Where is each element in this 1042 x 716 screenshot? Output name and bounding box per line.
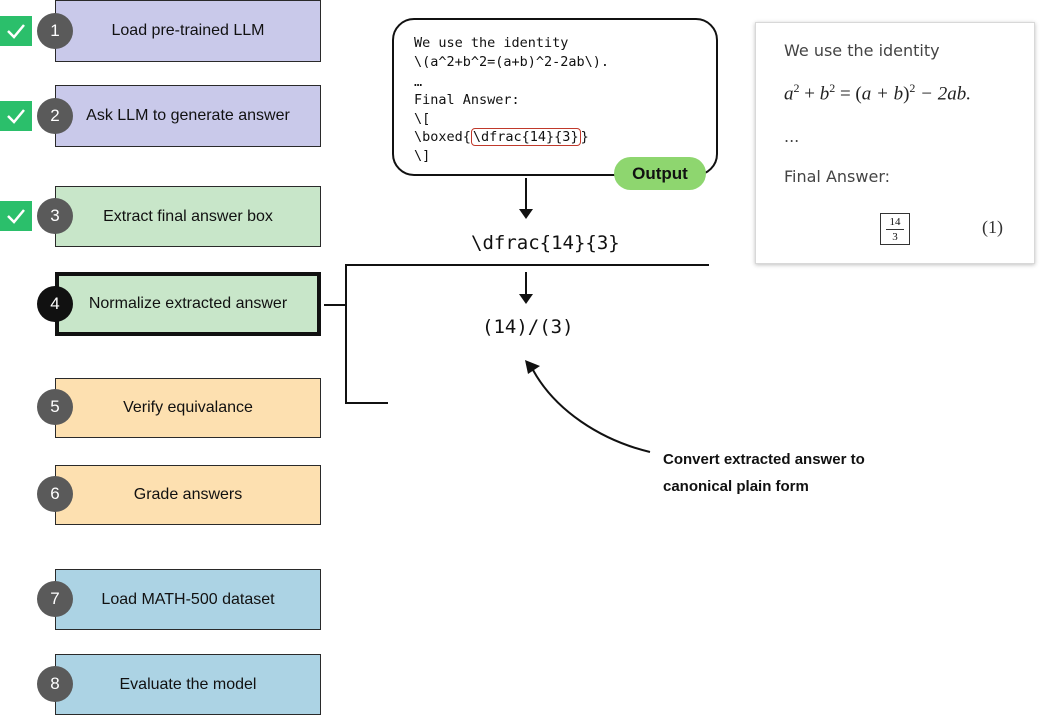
extracted-answer: \dfrac{14}{3}	[471, 232, 620, 254]
rendered-final-label: Final Answer:	[784, 167, 890, 186]
step-number: 7	[37, 581, 73, 617]
llm-output-box: We use the identity \(a^2+b^2=(a+b)^2-2a…	[392, 18, 718, 176]
step-6-box: Grade answers	[55, 465, 321, 525]
step-label: Normalize extracted answer	[88, 295, 288, 312]
code-line: \[	[414, 111, 431, 127]
step-number: 4	[37, 286, 73, 322]
step-label: Grade answers	[133, 486, 243, 503]
code-line: \(a^2+b^2=(a+b)^2-2ab\).	[414, 54, 610, 70]
step-2-box: Ask LLM to generate answer	[55, 85, 321, 147]
code-line: \]	[414, 148, 431, 164]
rendered-ellipsis: ...	[784, 127, 800, 146]
step-label: Extract final answer box	[103, 207, 273, 225]
step-label: Verify equivalance	[123, 399, 253, 416]
code-line: Final Answer:	[414, 92, 520, 108]
step-label: Load MATH-500 dataset	[101, 590, 275, 608]
step-label: Load pre-trained LLM	[111, 22, 265, 39]
code-line: We use the identity	[414, 35, 569, 51]
boxed-line: \boxed{\dfrac{14}{3}}	[414, 128, 589, 146]
fraction-numerator: 14	[889, 215, 901, 228]
code-line: …	[414, 74, 423, 90]
step-number: 2	[37, 98, 73, 134]
step-number: 5	[37, 389, 73, 425]
boxed-suffix: }	[580, 129, 589, 145]
check-icon	[0, 16, 32, 46]
step-5-box: Verify equivalance	[55, 378, 321, 438]
step-8-box: Evaluate the model	[55, 654, 321, 715]
step-4-box: Normalize extracted answer	[55, 272, 321, 336]
fraction-bar	[886, 228, 904, 230]
boxed-prefix: \boxed{	[414, 129, 471, 145]
annotation-note: Convert extracted answer to canonical pl…	[663, 446, 865, 500]
annotation-line: Convert extracted answer to	[663, 451, 865, 468]
boxed-fraction: 14 3	[880, 213, 910, 245]
step-label: Evaluate the model	[119, 675, 257, 693]
annotation-line: canonical plain form	[663, 478, 809, 495]
check-icon	[0, 101, 32, 131]
step-3-box: Extract final answer box	[55, 186, 321, 247]
rendered-equation: a2 + b2 = (a + b)2 − 2ab.	[784, 81, 971, 105]
output-badge: Output	[614, 157, 706, 190]
fraction-denominator: 3	[892, 230, 898, 243]
rendered-output-panel: We use the identity a2 + b2 = (a + b)2 −…	[755, 22, 1035, 264]
step-number: 3	[37, 198, 73, 234]
equation-number: (1)	[982, 217, 1003, 237]
step-7-box: Load MATH-500 dataset	[55, 569, 321, 630]
step-label: Ask LLM to generate answer	[86, 107, 290, 124]
step-1-box: Load pre-trained LLM	[55, 0, 321, 62]
check-icon	[0, 201, 32, 231]
step-number: 1	[37, 13, 73, 49]
highlighted-answer: \dfrac{14}{3}	[470, 128, 581, 146]
step-number: 8	[37, 666, 73, 702]
step-number: 6	[37, 476, 73, 512]
rendered-line: We use the identity	[784, 41, 940, 60]
normalized-answer: (14)/(3)	[482, 316, 574, 338]
